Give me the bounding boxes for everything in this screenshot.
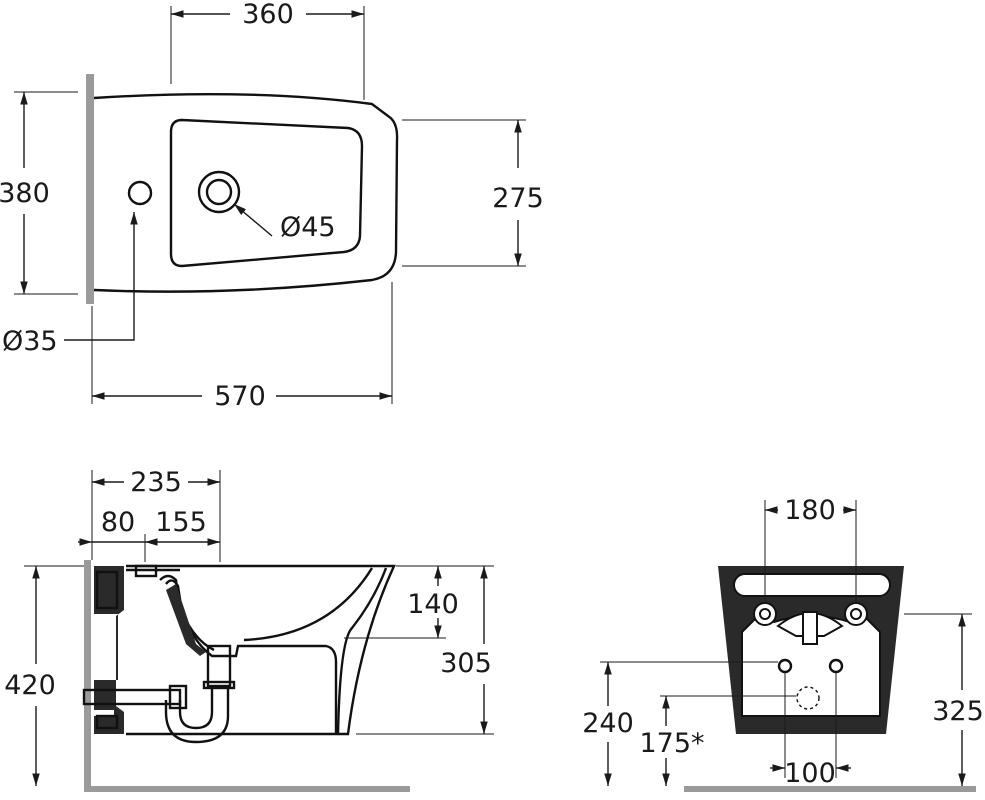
dim-tap-hole-diameter: Ø35 xyxy=(2,326,58,357)
top-view-outline xyxy=(93,92,399,293)
dim-floor-height: 420 xyxy=(4,670,56,701)
tap-hole-circle xyxy=(127,180,153,206)
dim-side-height: 305 xyxy=(440,648,492,679)
side-view-wall xyxy=(84,560,91,788)
dim-top-depth: 380 xyxy=(0,178,50,209)
dim-top-width: 360 xyxy=(242,0,294,30)
dim-drain-diameter: Ø45 xyxy=(280,212,336,243)
dim-inlet-spacing: 100 xyxy=(784,758,836,789)
drain-inner-circle xyxy=(205,178,233,206)
top-view: 360 380 275 Ø45 Ø35 570 xyxy=(0,0,544,412)
dim-inlet-height: 175* xyxy=(639,728,704,759)
side-view-bowl xyxy=(159,574,338,734)
drain-trap xyxy=(82,644,236,744)
drain-outlet xyxy=(796,686,820,710)
side-view-floor xyxy=(84,786,410,792)
dim-inner-depth: 275 xyxy=(492,183,544,214)
dim-bolt-spacing: 180 xyxy=(784,495,836,526)
front-view-floor xyxy=(684,786,976,792)
side-view-body xyxy=(126,564,396,736)
top-view-basin xyxy=(169,118,364,268)
dim-side-wall-offset: 80 xyxy=(101,507,135,538)
dim-bolt-height: 240 xyxy=(582,708,634,739)
side-view: 235 80 155 140 305 420 xyxy=(4,467,494,792)
dim-length: 570 xyxy=(214,381,266,412)
dim-bowl-depth: 140 xyxy=(407,589,459,620)
front-view-slot xyxy=(733,573,891,597)
dim-side-drain-offset: 155 xyxy=(155,507,207,538)
dim-side-to-drain: 235 xyxy=(130,467,182,498)
fixing-frame xyxy=(94,566,124,734)
top-view-wall xyxy=(86,74,94,304)
front-view: 180 325 240 175* 100 xyxy=(582,495,984,792)
drain-outer-circle xyxy=(197,170,241,214)
dim-front-height: 325 xyxy=(932,696,984,727)
front-view-cavity xyxy=(741,615,881,717)
